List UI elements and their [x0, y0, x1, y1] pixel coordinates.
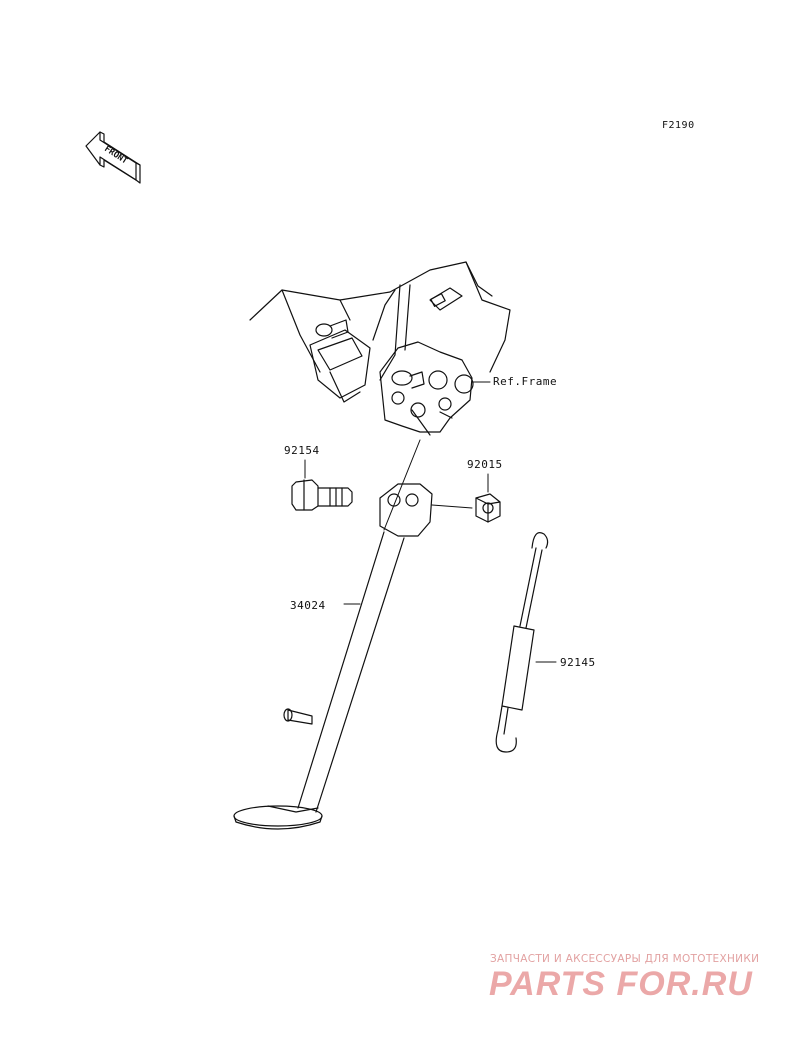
frame-reference-drawing — [249, 261, 511, 436]
reference-frame-label: Ref.Frame — [493, 375, 558, 388]
svg-text:PARTS FOR.RU: PARTS FOR.RU — [489, 965, 753, 1003]
nut-92015 — [475, 493, 501, 523]
front-badge: FRONT — [102, 144, 129, 166]
watermark-logo: PARTS FOR.RU — [489, 965, 753, 1003]
part-number-label: 92015 — [467, 458, 503, 471]
figure-code: F2190 — [662, 120, 695, 131]
side-stand-34024 — [233, 439, 433, 830]
watermark-tagline: ЗАПЧАСТИ И АКСЕССУАРЫ ДЛЯ МОТОТЕХНИКИ — [490, 953, 760, 965]
part-number-label: 92154 — [284, 444, 320, 457]
bolt-92154 — [291, 479, 353, 511]
front-arrow-icon — [85, 131, 141, 184]
front-badge-label: FRONT — [102, 144, 129, 166]
part-number-label: 34024 — [290, 599, 326, 612]
part-number-label: 92145 — [560, 656, 596, 669]
spring-92145 — [495, 532, 557, 753]
